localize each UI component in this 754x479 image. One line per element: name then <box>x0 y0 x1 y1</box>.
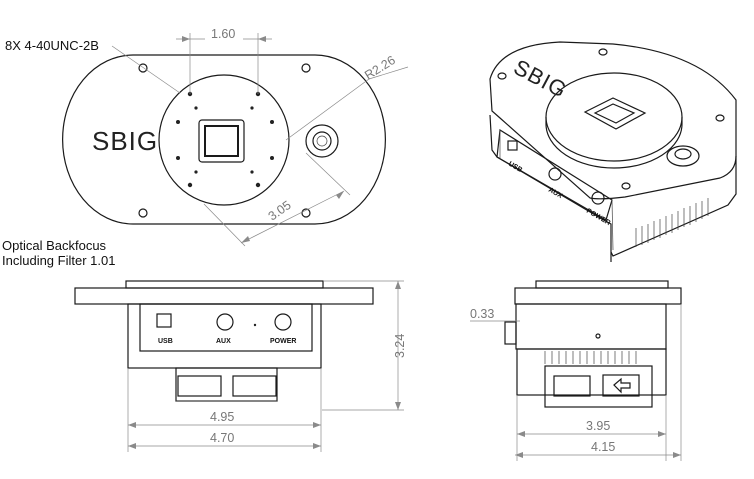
front-view: USB AUX POWER 3.24 4.95 4.70 <box>74 280 407 452</box>
backfocus-line1: Optical Backfocus <box>2 238 107 253</box>
svg-text:3.95: 3.95 <box>586 419 610 433</box>
svg-text:4.15: 4.15 <box>591 440 615 454</box>
svg-text:AUX: AUX <box>216 338 231 345</box>
svg-text:POWER: POWER <box>270 338 296 345</box>
svg-text:R2.26: R2.26 <box>362 53 398 83</box>
side-view: 0.33 3.95 4.15 <box>470 280 682 461</box>
top-view-flange <box>158 74 290 206</box>
dim-1-60: 1.60 <box>176 27 272 94</box>
isometric-view: USB AUX POWER SBIG <box>489 41 737 262</box>
svg-text:1.60: 1.60 <box>211 27 235 41</box>
flange-holes <box>176 91 274 188</box>
svg-text:3.24: 3.24 <box>393 334 407 358</box>
svg-text:POWER: POWER <box>585 208 611 227</box>
svg-text:USB: USB <box>158 338 173 345</box>
svg-text:USB: USB <box>507 161 523 174</box>
svg-text:AUX: AUX <box>547 187 564 201</box>
top-view-body <box>62 54 386 225</box>
svg-text:SBIG: SBIG <box>510 54 572 103</box>
dim-3-05: 3.05 <box>203 152 351 247</box>
dim-r2-26: R2.26 <box>285 53 409 141</box>
sensor-window <box>198 119 245 163</box>
knob <box>305 124 339 158</box>
mount-screws <box>138 63 311 218</box>
svg-text:4.95: 4.95 <box>210 410 234 424</box>
backfocus-line2: Including Filter 1.01 <box>2 253 115 268</box>
top-view: SBIG 1.60 8X 4-40UNC-2B R2.26 3.0 <box>5 27 409 247</box>
svg-text:3.05: 3.05 <box>266 198 294 223</box>
top-logo: SBIG <box>92 126 158 156</box>
svg-text:4.70: 4.70 <box>210 431 234 445</box>
thread-callout: 8X 4-40UNC-2B <box>5 38 99 53</box>
svg-text:0.33: 0.33 <box>470 307 494 321</box>
